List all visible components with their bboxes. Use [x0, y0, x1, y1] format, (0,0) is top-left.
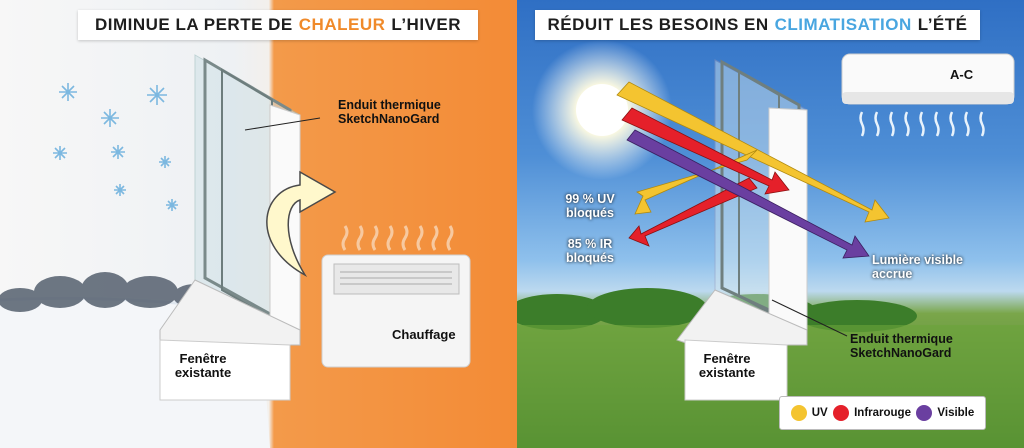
winter-window-label-line2: existante — [174, 365, 232, 380]
summer-coating-label: Enduit thermique SketchNanoGard — [850, 332, 953, 360]
winter-title: DIMINUE LA PERTE DE CHALEUR L’HIVER — [78, 10, 478, 40]
summer-window-label-line2: existante — [698, 365, 756, 380]
summer-title: RÉDUIT LES BESOINS EN CLIMATISATION L’ÉT… — [535, 10, 980, 40]
summer-title-prefix: RÉDUIT LES BESOINS EN — [547, 15, 769, 34]
winter-title-highlight: CHALEUR — [298, 15, 386, 34]
winter-panel: DIMINUE LA PERTE DE CHALEUR L’HIVER Endu… — [0, 0, 517, 448]
ac-label: A-C — [950, 67, 974, 82]
visible-light-label-line2: accrue — [872, 267, 913, 281]
heat-return-arrow-icon — [266, 170, 337, 278]
summer-panel: RÉDUIT LES BESOINS EN CLIMATISATION L’ÉT… — [517, 0, 1024, 448]
legend: UV Infrarouge Visible — [779, 396, 986, 430]
ac-unit — [841, 53, 1015, 137]
summer-window — [676, 59, 808, 401]
winter-title-suffix: L’HIVER — [391, 15, 461, 34]
ir-blocked-label-line2: bloqués — [566, 251, 614, 265]
winter-coating-label-line2: SketchNanoGard — [338, 112, 440, 126]
legend-item-visible: Visible — [916, 405, 974, 421]
visible-dot-icon — [916, 405, 933, 421]
legend-item-infrared: Infrarouge — [833, 405, 911, 421]
winter-window — [159, 54, 301, 401]
uv-blocked-label: 99 % UV bloqués — [557, 192, 623, 220]
visible-ray — [626, 129, 870, 259]
winter-window-label: Fenêtre existante — [168, 352, 238, 380]
visible-light-label: Lumière visible accrue — [872, 253, 963, 281]
summer-window-label: Fenêtre existante — [692, 352, 762, 380]
legend-label-visible: Visible — [937, 407, 975, 419]
summer-title-highlight: CLIMATISATION — [774, 15, 912, 34]
heater-label: Chauffage — [392, 327, 456, 342]
summer-coating-label-line1: Enduit thermique — [850, 332, 953, 346]
winter-title-prefix: DIMINUE LA PERTE DE — [94, 15, 293, 34]
heater — [321, 225, 471, 368]
summer-illustration — [517, 40, 1024, 448]
winter-coating-label: Enduit thermique SketchNanoGard — [338, 98, 441, 126]
summer-coating-label-line2: SketchNanoGard — [850, 346, 952, 360]
uv-blocked-label-line1: 99 % UV — [565, 192, 615, 206]
summer-title-suffix: L’ÉTÉ — [917, 15, 968, 34]
winter-coating-label-line1: Enduit thermique — [338, 98, 441, 112]
ir-blocked-label: 85 % IR bloqués — [557, 237, 623, 265]
uv-blocked-label-line2: bloqués — [566, 206, 614, 220]
legend-label-infrared: Infrarouge — [854, 407, 911, 419]
cold-air-icon — [859, 111, 985, 137]
snowflake-icons — [53, 83, 178, 211]
winter-illustration — [0, 54, 471, 448]
winter-window-label-line1: Fenêtre — [179, 351, 227, 366]
ir-blocked-label-line1: 85 % IR — [567, 237, 613, 251]
uv-dot-icon — [790, 405, 807, 421]
uv-reflected-ray — [634, 149, 758, 215]
summer-window-label-line1: Fenêtre — [703, 351, 751, 366]
heat-waves-icon — [341, 225, 454, 251]
legend-label-uv: UV — [811, 407, 828, 419]
legend-item-uv: UV — [790, 405, 828, 421]
infrared-ray — [621, 107, 790, 195]
visible-light-label-line1: Lumière visible — [872, 253, 964, 267]
infrared-dot-icon — [833, 405, 850, 421]
